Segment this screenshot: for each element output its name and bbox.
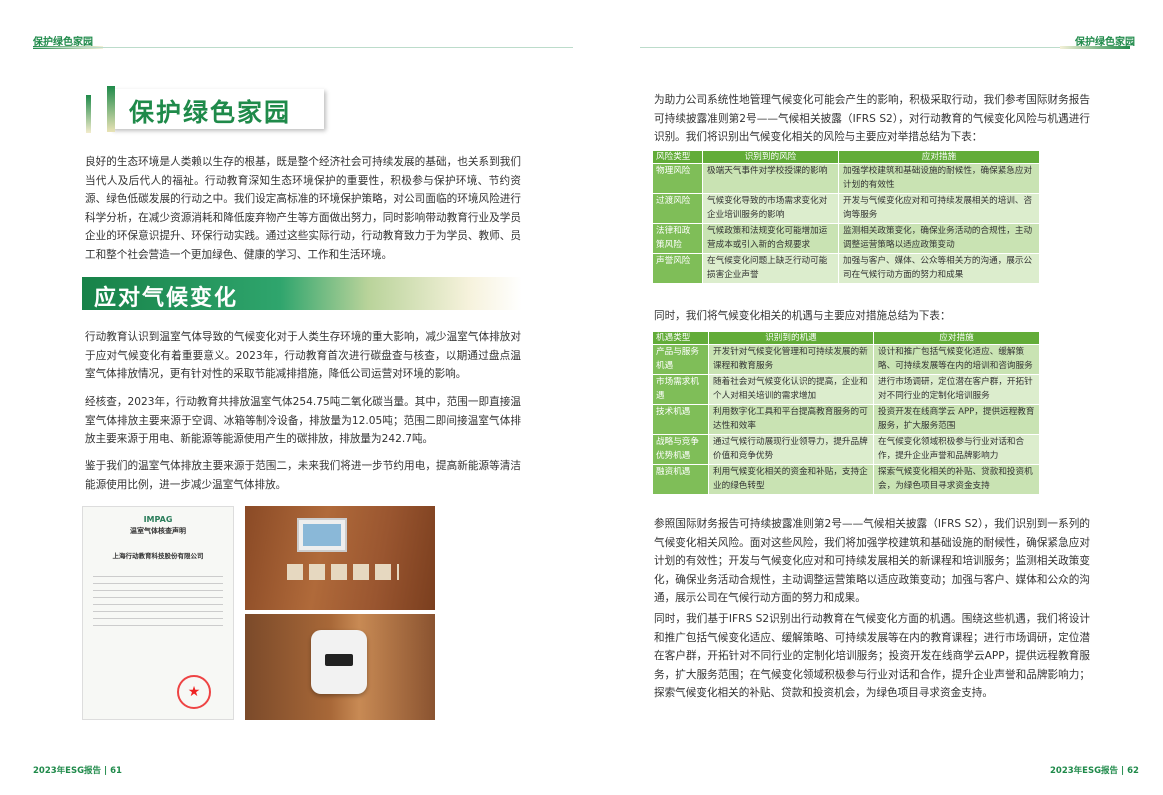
row-type: 战略与竞争优势机遇 [652,434,709,465]
wall-switches [287,564,399,580]
running-header-left: 保护绿色家园 [33,37,93,48]
table-row: 法律和政策风险气候政策和法规变化可能增加运营成本或引入新的合规要求监测相关政策变… [652,223,1040,254]
row-type: 技术机遇 [652,404,709,435]
risk-col-type: 风险类型 [652,150,703,164]
opp-col-measure: 应对措施 [873,331,1040,345]
table-row: 声誉风险在气候变化问题上缺乏行动可能损害企业声誉加强与客户、媒体、公众等相关方的… [652,253,1040,284]
risk-summary-paragraph: 参照国际财务报告可持续披露准则第2号——气候相关披露（IFRS S2），我们识别… [654,518,1090,605]
row-measure: 开发与气候变化应对和可持续发展相关的培训、咨询等服务 [838,193,1040,224]
header-divider [33,47,573,48]
opp-col-type: 机遇类型 [652,331,709,345]
opportunity-summary-paragraph: 同时，我们基于IFRS S2识别出行动教育在气候变化方面的机遇。围绕这些机遇，我… [654,613,1090,700]
table-row: 产品与服务机遇开发针对气候变化管理和可持续发展的新课程和教育服务设计和推广包括气… [652,344,1040,375]
risk-col-risk: 识别到的风险 [702,150,839,164]
row-type: 物理风险 [652,163,703,194]
row-measure: 设计和推广包括气候变化适应、缓解策略、可持续发展等在内的培训和咨询服务 [873,344,1040,375]
row-item: 随着社会对气候变化认识的提高，企业和个人对相关培训的需求增加 [708,374,874,405]
row-item: 通过气候行动展现行业领导力，提升品牌价值和竞争优势 [708,434,874,465]
header-accent-right [1060,46,1130,49]
risk-col-measure: 应对措施 [838,150,1040,164]
air-monitor-device [311,630,367,694]
smart-panel-photo [245,506,435,610]
row-item: 利用数字化工具和平台提高教育服务的可达性和效率 [708,404,874,435]
control-panel [297,518,347,552]
table-row: 技术机遇利用数字化工具和平台提高教育服务的可达性和效率投资开发在线商学云 APP… [652,404,1040,435]
page-number-right: 2023年ESG报告 | 62 [1050,766,1139,776]
intro-paragraph: 良好的生态环境是人类赖以生存的根基，既是整个经济社会可持续发展的基础，也关系到我… [85,156,521,261]
table-row: 物理风险极端天气事件对学校授课的影响加强学校建筑和基础设施的耐候性，确保紧急应对… [652,163,1040,194]
row-type: 融资机遇 [652,464,709,495]
row-type: 声誉风险 [652,253,703,284]
risk-intro-paragraph: 为助力公司系统性地管理气候变化可能会产生的影响，积极采取行动，我们参考国际财务报… [654,94,1090,144]
row-measure: 加强与客户、媒体、公众等相关方的沟通，展示公司在气候行动方面的努力和成果 [838,253,1040,284]
ghg-verification-certificate: IMPAG 温室气体核查声明 上海行动教育科技股份有限公司 ★ [82,506,234,720]
risk-table: 风险类型 识别到的风险 应对措施 物理风险极端天气事件对学校授课的影响加强学校建… [652,150,1040,284]
cert-body-lines [93,570,223,630]
row-item: 利用气候变化相关的资金和补贴，支持企业的绿色转型 [708,464,874,495]
row-item: 气候变化导致的市场需求变化对企业培训服务的影响 [702,193,839,224]
air-monitor-photo [245,614,435,720]
cert-company: 上海行动教育科技股份有限公司 [112,552,204,560]
row-type: 市场需求机遇 [652,374,709,405]
table-row: 过渡风险气候变化导致的市场需求变化对企业培训服务的影响开发与气候变化应对和可持续… [652,193,1040,224]
row-measure: 投资开发在线商学云 APP，提供远程教育服务，扩大服务范围 [873,404,1040,435]
table-row: 融资机遇利用气候变化相关的资金和补贴，支持企业的绿色转型探索气候变化相关的补贴、… [652,464,1040,495]
table-row: 战略与竞争优势机遇通过气候行动展现行业领导力，提升品牌价值和竞争优势在气候变化领… [652,434,1040,465]
row-type: 法律和政策风险 [652,223,703,254]
row-item: 极端天气事件对学校授课的影响 [702,163,839,194]
seal-stamp-icon: ★ [177,675,211,709]
page-number-left: 2023年ESG报告 | 61 [33,766,122,776]
opportunity-table: 机遇类型 识别到的机遇 应对措施 产品与服务机遇开发针对气候变化管理和可持续发展… [652,331,1040,495]
section-title-text: 保护绿色家园 [107,86,324,132]
title-decor-bar [86,95,91,133]
row-item: 在气候变化问题上缺乏行动可能损害企业声誉 [702,253,839,284]
row-measure: 进行市场调研，定位潜在客户群，开拓针对不同行业的定制化培训服务 [873,374,1040,405]
header-divider-right [640,47,1130,48]
climate-paragraph-1: 行动教育认识到温室气体导致的气候变化对于人类生存环境的重大影响，减少温室气体排放… [85,331,521,381]
row-measure: 探索气候变化相关的补贴、贷款和投资机会，为绿色项目寻求资金支持 [873,464,1040,495]
section-banner-climate: 应对气候变化 [82,277,522,311]
cert-logo: IMPAG [143,515,173,524]
opp-col-opportunity: 识别到的机遇 [708,331,874,345]
row-measure: 加强学校建筑和基础设施的耐候性，确保紧急应对计划的有效性 [838,163,1040,194]
cert-title: 温室气体核查声明 [130,527,186,535]
running-header-right: 保护绿色家园 [1075,37,1135,48]
row-item: 开发针对气候变化管理和可持续发展的新课程和教育服务 [708,344,874,375]
row-item: 气候政策和法规变化可能增加运营成本或引入新的合规要求 [702,223,839,254]
row-measure: 在气候变化领域积极参与行业对话和合作，提升企业声誉和品牌影响力 [873,434,1040,465]
row-measure: 监测相关政策变化，确保业务活动的合规性，主动调整运营策略以适应政策变动 [838,223,1040,254]
table-row: 市场需求机遇随着社会对气候变化认识的提高，企业和个人对相关培训的需求增加进行市场… [652,374,1040,405]
row-type: 过渡风险 [652,193,703,224]
climate-paragraph-2: 经核查，2023年，行动教育共排放温室气体254.75吨二氧化碳当量。其中，范围… [85,396,521,446]
row-type: 产品与服务机遇 [652,344,709,375]
opportunity-intro: 同时，我们将气候变化相关的机遇与主要应对措施总结为下表： [654,310,951,322]
climate-paragraph-3: 鉴于我们的温室气体排放主要来源于范围二，未来我们将进一步节约用电，提高新能源等清… [85,460,521,491]
